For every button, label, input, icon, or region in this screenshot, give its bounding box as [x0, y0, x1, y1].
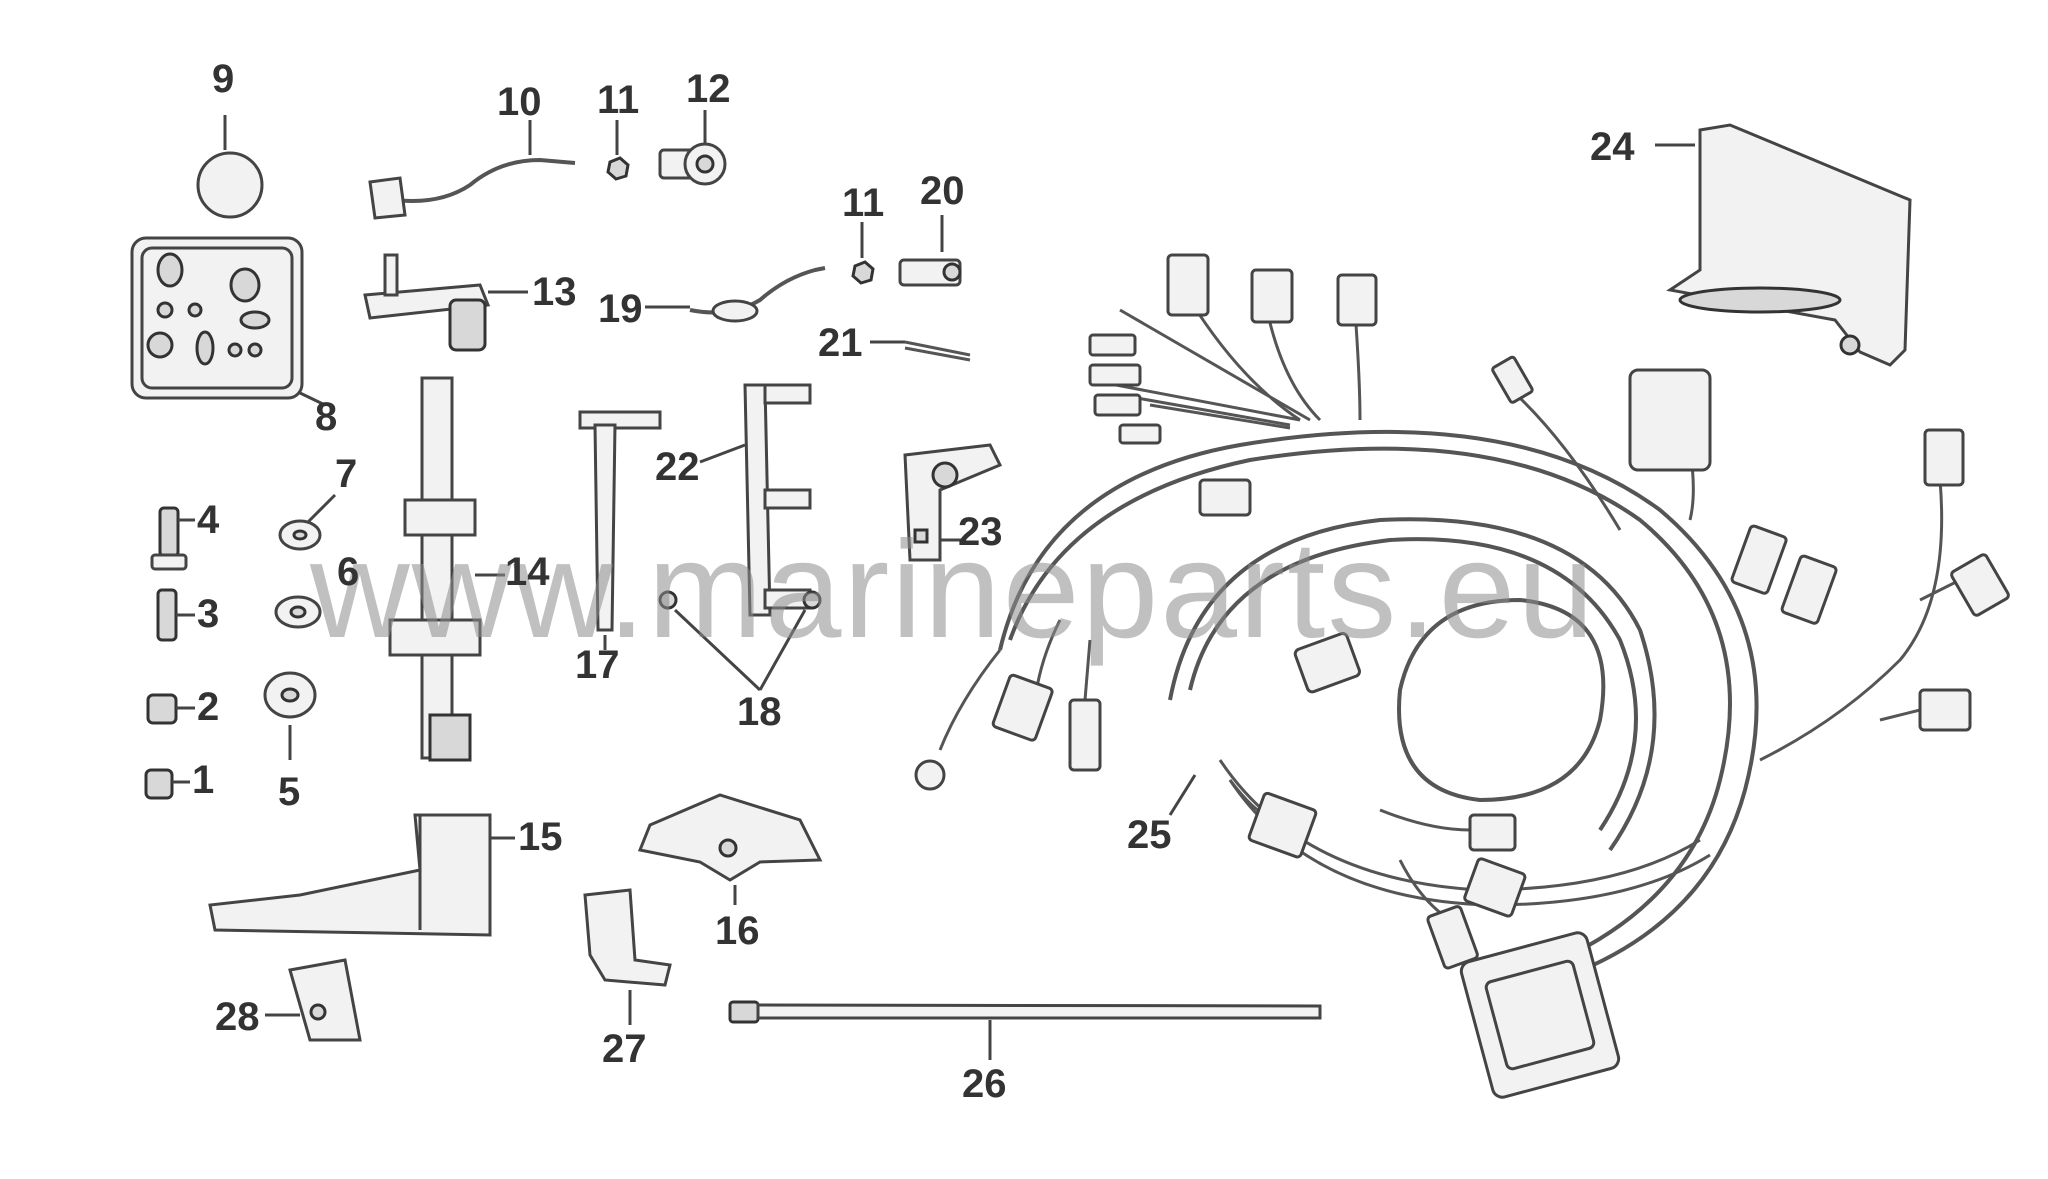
- part-22-bracket: [699, 383, 812, 617]
- part-8-switch-panel: [130, 236, 326, 407]
- part-1-screw: [144, 768, 190, 800]
- label-6: 6: [337, 550, 359, 594]
- part-11-nut: [606, 120, 875, 285]
- part-18-screws: [658, 590, 822, 692]
- label-5: 5: [278, 770, 300, 814]
- label-21: 21: [818, 321, 863, 365]
- part-23-lever: [903, 443, 1003, 562]
- part-6-washer: [274, 595, 322, 629]
- label-19: 19: [598, 287, 643, 331]
- part-17-pin: [578, 410, 662, 650]
- part-27-clamp: [583, 888, 672, 1025]
- part-4-screw: [150, 506, 195, 571]
- label-12: 12: [686, 67, 731, 111]
- label-10: 10: [497, 80, 542, 124]
- label-1: 1: [192, 758, 214, 802]
- part-3-screw: [156, 588, 195, 642]
- part-9-cap: [196, 115, 264, 219]
- watermark: www.marineparts.eu: [309, 513, 1596, 667]
- label-7: 7: [335, 452, 357, 496]
- label-22: 22: [655, 445, 700, 489]
- label-20: 20: [920, 169, 965, 213]
- label-17: 17: [575, 643, 620, 687]
- label-16: 16: [715, 909, 760, 953]
- label-11b: 11: [842, 181, 884, 225]
- part-7-washer: [278, 493, 337, 551]
- label-25: 25: [1127, 813, 1172, 857]
- part-24-cover: [1655, 123, 1912, 367]
- label-26: 26: [962, 1062, 1007, 1106]
- part-20-connector: [898, 215, 962, 287]
- part-14-shaft: [388, 376, 505, 762]
- label-23: 23: [958, 510, 1003, 554]
- label-8: 8: [315, 395, 337, 439]
- label-14: 14: [505, 550, 550, 594]
- part-2-screw: [146, 693, 195, 725]
- part-5-washer: [263, 671, 317, 760]
- label-28: 28: [215, 995, 260, 1039]
- part-15-bracket: [208, 813, 515, 937]
- part-26-cable-tie: [728, 1000, 1322, 1060]
- label-15: 15: [518, 815, 563, 859]
- part-19-cable: [645, 266, 826, 323]
- part-21-pin: [870, 340, 971, 362]
- label-27: 27: [602, 1027, 647, 1071]
- label-3: 3: [197, 592, 219, 636]
- part-16-clip: [637, 793, 823, 905]
- part-28-bracket: [265, 958, 362, 1042]
- part-10-cable: [368, 120, 576, 220]
- label-2: 2: [197, 685, 219, 729]
- label-11a: 11: [597, 78, 639, 122]
- label-18: 18: [737, 690, 782, 734]
- part-13-sensor: [363, 253, 528, 352]
- part-25-wiring-harness: [914, 253, 2010, 1099]
- label-24: 24: [1590, 125, 1635, 169]
- label-13: 13: [532, 270, 577, 314]
- label-4: 4: [197, 498, 220, 542]
- part-12-clamp: [658, 110, 727, 186]
- label-9: 9: [212, 57, 234, 101]
